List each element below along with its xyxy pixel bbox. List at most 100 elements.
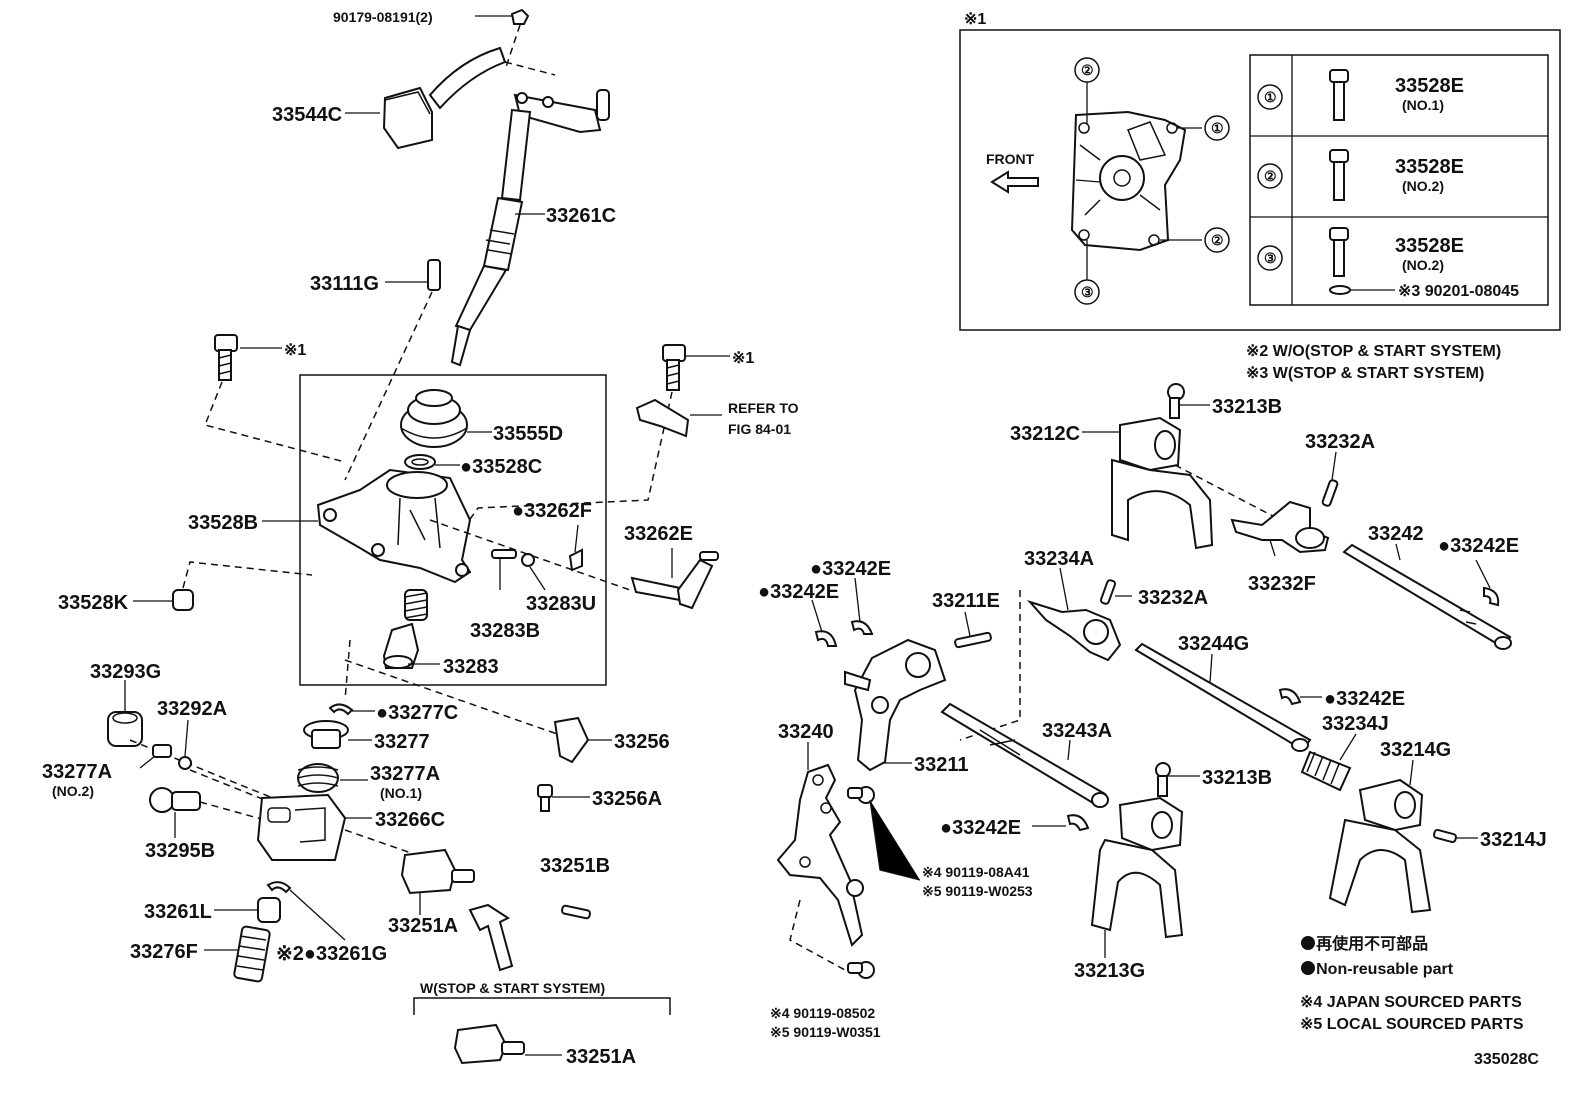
table-callout-3: ③ xyxy=(1264,250,1277,266)
label-front: FRONT xyxy=(986,151,1035,167)
label-33243a: 33243A xyxy=(1042,720,1112,742)
label-33242e-c: ●33242E xyxy=(1324,688,1405,710)
pin-33232a-mid xyxy=(1099,579,1117,605)
label-33234j: 33234J xyxy=(1322,713,1389,735)
label-33276f: 33276F xyxy=(130,941,198,963)
bolt-90119-mid xyxy=(846,879,864,897)
label-33261g: ※2●33261G xyxy=(276,943,387,965)
label-33211: 33211 xyxy=(914,754,969,776)
table-row2-part: 33528E xyxy=(1395,156,1464,178)
clip-33261g xyxy=(266,881,292,894)
legend-dot-jp xyxy=(1301,936,1315,950)
bolt-33213b-mid xyxy=(1155,762,1171,797)
label-33213b-mid: 33213B xyxy=(1202,767,1272,789)
table-callout-1: ① xyxy=(1264,89,1277,105)
label-33277a-no2-sub: (NO.2) xyxy=(52,783,94,799)
collar-33261l xyxy=(257,897,281,923)
label-33283b: 33283B xyxy=(470,620,540,642)
callout-3-bottom: ③ xyxy=(1081,284,1094,300)
label-33277c: ●33277C xyxy=(376,702,458,724)
label-33256a: 33256A xyxy=(592,788,662,810)
label-refer-2: FIG 84-01 xyxy=(728,421,791,437)
leaders-left xyxy=(124,15,730,1056)
label-90179: 90179-08191(2) xyxy=(333,9,433,25)
label-33277a-no2: 33277A xyxy=(42,761,112,783)
eclip-33242e-right xyxy=(1483,586,1500,607)
label-33242: 33242 xyxy=(1368,523,1424,545)
label-33277a-no1: 33277A xyxy=(370,763,440,785)
label-33211e: 33211E xyxy=(932,590,1000,612)
shift-shaft-33261c xyxy=(450,89,610,367)
table-row2-sub: (NO.2) xyxy=(1402,178,1444,194)
bolt-90119-08502 xyxy=(847,961,875,979)
bolt-90119-08a41 xyxy=(847,786,875,804)
note-x3: ※3 W(STOP & START SYSTEM) xyxy=(1246,365,1484,382)
label-33262f: ●33262F xyxy=(512,500,592,522)
label-33555d: 33555D xyxy=(493,423,563,445)
bolt-x1-left xyxy=(214,334,238,381)
table-row3-extra: ※3 90201-08045 xyxy=(1398,283,1519,300)
label-33234a: 33234A xyxy=(1024,548,1094,570)
labels: 90179-08191(2) 33544C 33261C 33111G ※1 ※… xyxy=(42,9,1547,1068)
label-33213b-top: 33213B xyxy=(1212,396,1282,418)
note-x4: ※4 JAPAN SOURCED PARTS xyxy=(1300,994,1522,1011)
legend-jp: ● 再使用不可部品 xyxy=(1302,934,1428,953)
clip-33262f xyxy=(568,548,583,572)
plug-33295b xyxy=(149,787,201,813)
fork-33214g xyxy=(1328,778,1432,914)
label-33283: 33283 xyxy=(443,656,499,678)
sleeve-33293g xyxy=(107,711,143,747)
label-33277: 33277 xyxy=(374,731,430,753)
label-33242e-d: ●33242E xyxy=(940,817,1021,839)
label-33295b: 33295B xyxy=(145,840,215,862)
label-90119-w0253: ※5 90119-W0253 xyxy=(922,883,1033,899)
label-x1-right: ※1 xyxy=(732,350,754,367)
lug-33234a xyxy=(1026,599,1122,662)
label-33528k: 33528K xyxy=(58,592,129,614)
table-row3-part: 33528E xyxy=(1395,235,1464,257)
lug-33232f xyxy=(1230,500,1330,554)
label-33528b: 33528B xyxy=(188,512,258,534)
ball-33283u xyxy=(521,553,535,567)
label-33262e: 33262E xyxy=(624,523,693,545)
label-33212c: 33212C xyxy=(1010,423,1080,445)
label-33232f: 33232F xyxy=(1248,573,1316,595)
eclip-33242e-a xyxy=(814,630,838,647)
label-33214g: 33214G xyxy=(1380,739,1451,761)
label-90119-08502: ※4 90119-08502 xyxy=(770,1005,875,1021)
fork-33213g xyxy=(1090,796,1184,939)
nut-90179 xyxy=(510,8,530,25)
label-33544c: 33544C xyxy=(272,104,342,126)
label-x1-left: ※1 xyxy=(284,342,306,359)
callout-2-right: ② xyxy=(1211,232,1224,248)
spring-33283 xyxy=(404,589,428,621)
plate-33240 xyxy=(776,763,864,947)
label-33528c: ●33528C xyxy=(460,456,542,478)
label-33111g: 33111G xyxy=(310,273,379,295)
lever-33262e xyxy=(630,551,719,610)
eclip-33242e-c xyxy=(1278,688,1302,706)
block-33266c xyxy=(256,793,347,861)
table-row3-sub: (NO.2) xyxy=(1402,257,1444,273)
label-90119-08a41: ※4 90119-08A41 xyxy=(922,864,1030,880)
cap-33277 xyxy=(303,720,349,749)
plunger-33283 xyxy=(382,622,420,669)
label-90119-w0351: ※5 90119-W0351 xyxy=(770,1024,881,1040)
label-33242e-b: ●33242E xyxy=(758,581,839,603)
rod-33242 xyxy=(1342,543,1512,650)
pin-33214j xyxy=(1433,828,1457,844)
label-33240: 33240 xyxy=(778,721,834,743)
bracket-refer-fig xyxy=(635,398,690,438)
note-x2: ※2 W/O(STOP & START SYSTEM) xyxy=(1246,343,1501,360)
label-refer-1: REFER TO xyxy=(728,400,799,416)
label-33256: 33256 xyxy=(614,731,670,753)
ball-33292a xyxy=(178,756,192,770)
label-inset-title: ※1 xyxy=(964,11,986,28)
label-33242e-a: ●33242E xyxy=(810,558,891,580)
fork-33212c xyxy=(1111,416,1214,550)
label-33283u: 33283U xyxy=(526,593,596,615)
pin-33251b xyxy=(561,904,591,920)
bolt-x1-right xyxy=(662,344,686,391)
spring-33234j xyxy=(1300,750,1352,792)
label-33292a: 33292A xyxy=(157,698,227,720)
